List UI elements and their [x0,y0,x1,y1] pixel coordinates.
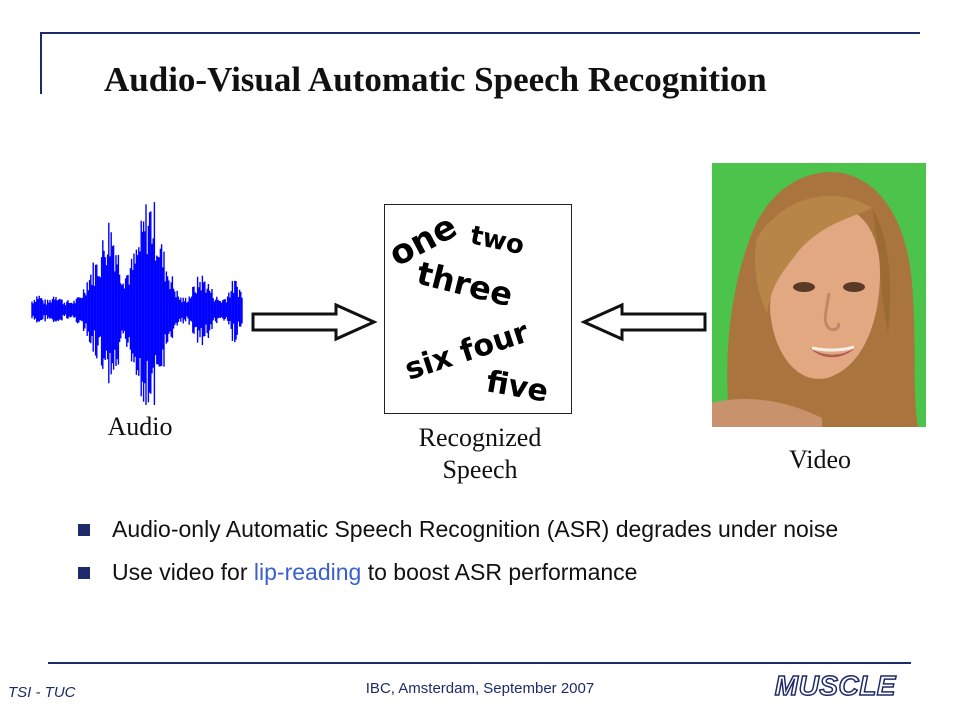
footer-left-text: TSI - TUC [8,684,76,701]
face-illustration [712,163,926,427]
bullet-text-2-pre: Use video for [112,559,254,585]
face-video-image [712,163,926,427]
recognized-speech-box: one two three six four five [384,204,572,414]
bullet-text-2-post: to boost ASR performance [361,559,638,585]
bullet-item-2: Use video for lip-reading to boost ASR p… [78,555,908,590]
bullet-text-1: Audio-only Automatic Speech Recognition … [112,516,839,542]
bullet-square-icon [78,524,90,536]
bullet-item-1: Audio-only Automatic Speech Recognition … [78,512,908,547]
frame-top-rule [40,32,920,34]
footer-rule [48,662,911,664]
recognized-label-line1: Recognized [418,423,542,452]
bullet-square-icon [78,567,90,579]
frame-left-rule [40,32,42,94]
footer-center-text: IBC, Amsterdam, September 2007 [365,680,595,697]
word-three: three [413,254,517,314]
audio-label: Audio [107,412,173,441]
bullet-text-2-highlight: lip-reading [253,559,362,585]
arrow-right-icon [251,302,378,342]
slide-title: Audio-Visual Automatic Speech Recognitio… [104,60,767,99]
recognized-words-graphic: one two three six four five [385,206,551,409]
audio-waveform-graphic [31,202,243,405]
recognized-speech-label: Recognized Speech [390,422,570,486]
recognized-label-line2: Speech [442,455,518,484]
video-label: Video [789,445,851,474]
muscle-logo: MUSCLE [774,669,896,702]
word-two: two [468,221,527,262]
bullet-list: Audio-only Automatic Speech Recognition … [78,512,908,598]
word-five: five [484,364,551,409]
arrow-left-icon [580,302,707,342]
